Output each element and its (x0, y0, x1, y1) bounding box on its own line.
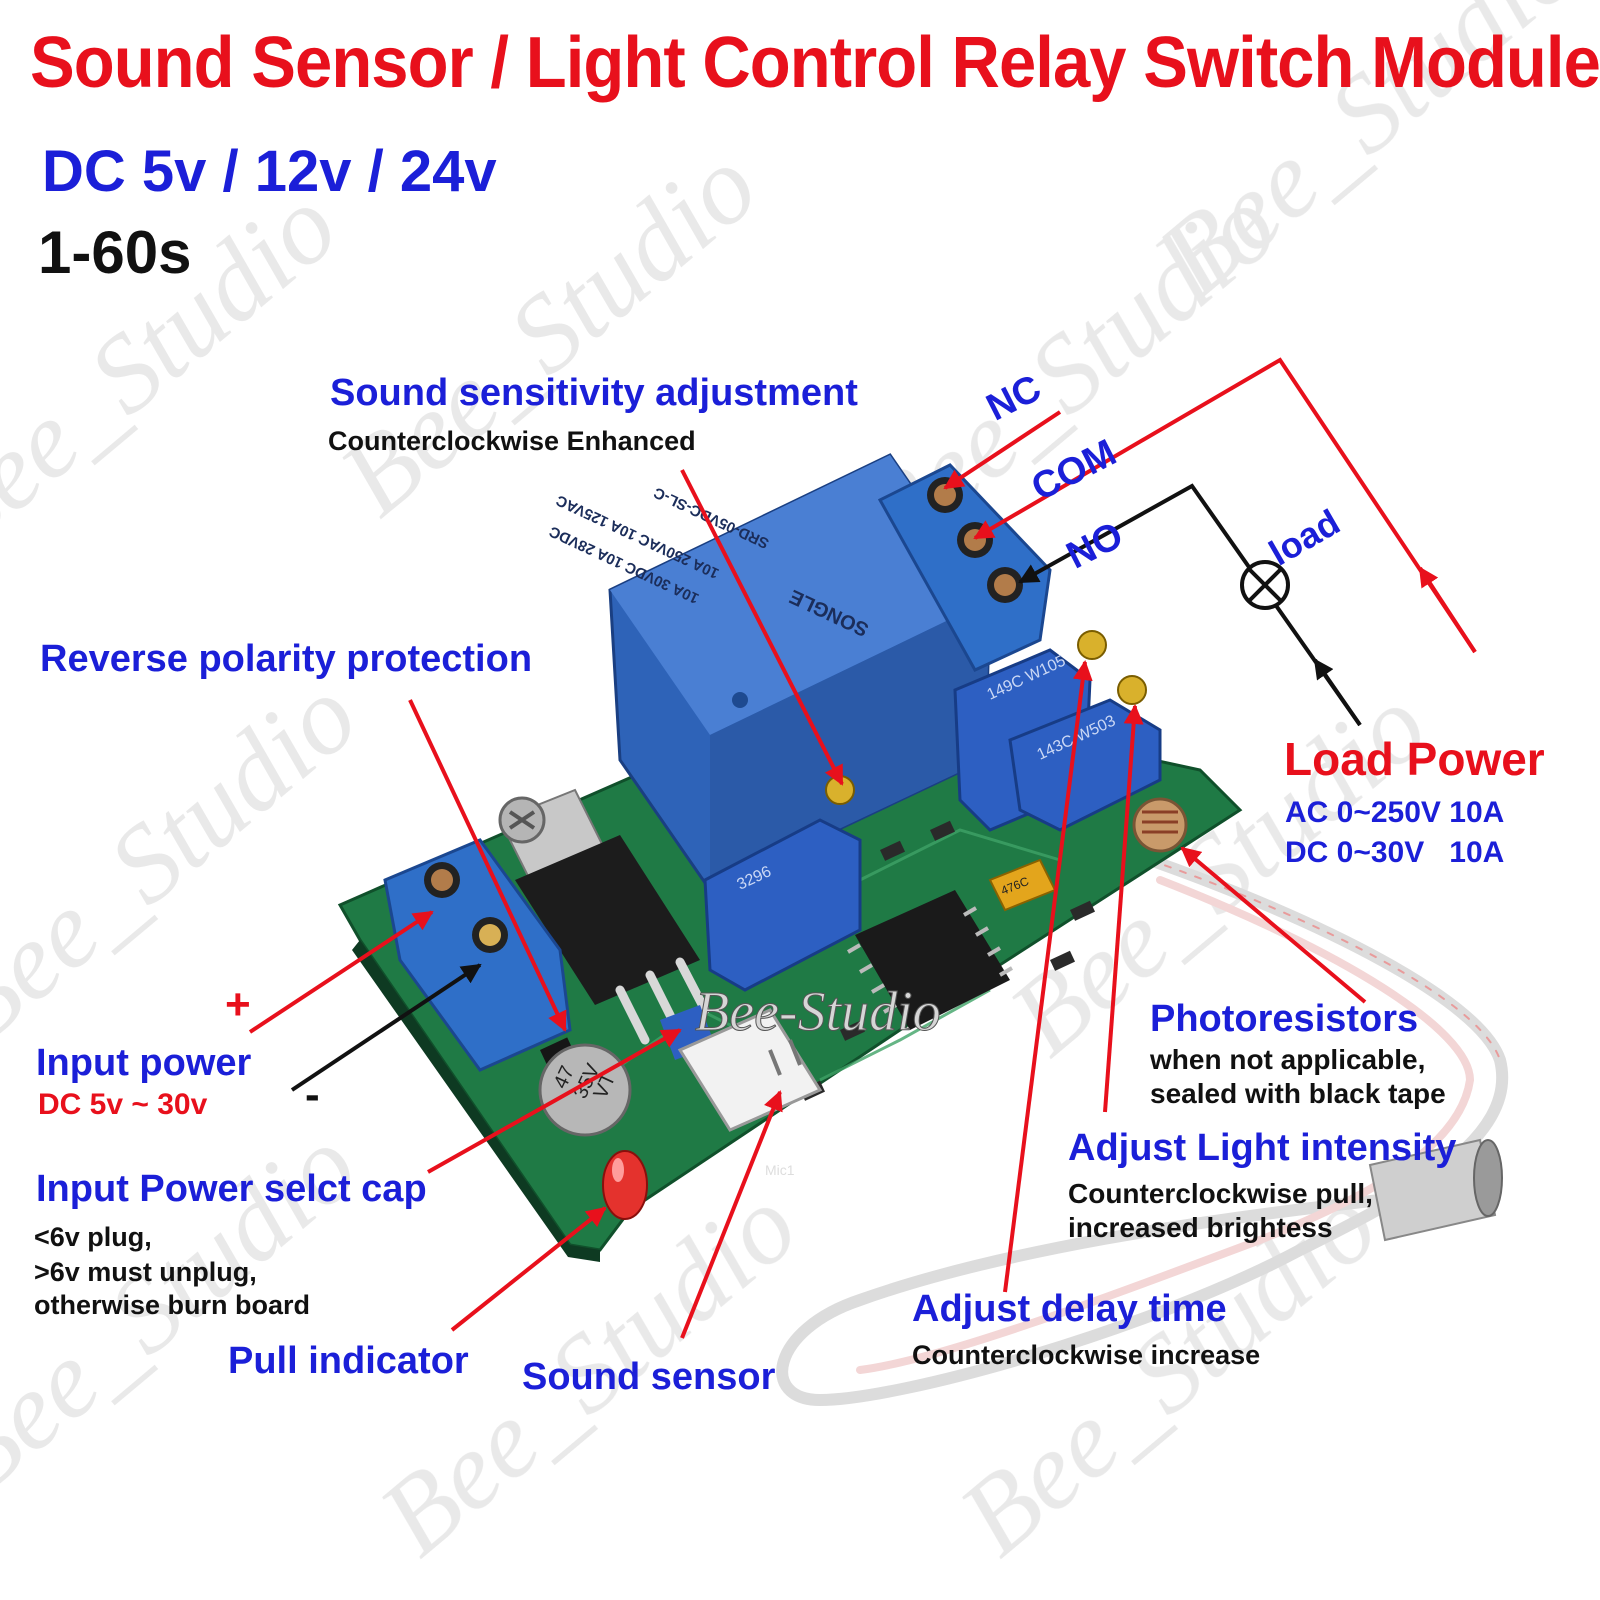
label-input-cap: Input Power selct cap (36, 1168, 427, 1210)
timing-subtitle: 1-60s (38, 219, 192, 286)
arrow-sound-sensor (680, 1090, 783, 1339)
label-input-power-range: DC 5v ~ 30v (38, 1088, 208, 1121)
arrow-pull-indicator (450, 1206, 607, 1332)
label-adjust-light: Adjust Light intensity (1068, 1127, 1457, 1169)
arrow-minus (290, 963, 482, 1092)
ic-chip (846, 890, 1014, 1030)
label-minus: - (305, 1070, 320, 1119)
load-lamp-icon (1240, 560, 1290, 610)
label-sound-sensor: Sound sensor (522, 1356, 776, 1398)
label-input-power: Input power (36, 1042, 252, 1084)
tantalum-capacitor: 476C (988, 858, 1057, 912)
voltage-subtitle: DC 5v / 12v / 24v (42, 139, 497, 204)
arrow-reverse-polarity (408, 699, 567, 1032)
photoresistor (1132, 797, 1188, 853)
indicator-led (602, 1150, 648, 1220)
label-pull-indicator: Pull indicator (228, 1340, 469, 1382)
arrow-load-power (1418, 566, 1477, 654)
label-input-cap-note: >6v must unplug, (34, 1257, 257, 1287)
electrolytic-capacitor: 47 35V VT (538, 1043, 632, 1137)
label-adjust-delay: Adjust delay time (912, 1288, 1227, 1330)
arrow-load-return (1313, 658, 1362, 727)
label-adjust-delay-note: Counterclockwise increase (912, 1340, 1261, 1370)
input-terminal-block (383, 838, 572, 1072)
microphone-capsule (1368, 1138, 1503, 1242)
label-input-cap-note: otherwise burn board (34, 1290, 311, 1320)
label-load-ac: AC 0~250V 10A (1285, 796, 1505, 829)
label-plus: + (225, 980, 251, 1029)
arrow-input-cap (427, 1028, 682, 1174)
label-adjust-light-note: Counterclockwise pull, (1068, 1178, 1373, 1209)
label-input-cap-note: <6v plug, (34, 1222, 152, 1252)
page-title: Sound Sensor / Light Control Relay Switc… (30, 23, 1600, 103)
label-photoresistors: Photoresistors (1150, 998, 1419, 1040)
arrow-plus (248, 910, 434, 1034)
mic-connector: Mic1 (677, 1008, 823, 1178)
label-sound-sensitivity-note: Counterclockwise Enhanced (328, 426, 696, 456)
trim-potentiometer-sound: 3296 (703, 775, 862, 992)
load-circuit-line (1018, 483, 1362, 727)
arrow-adjust-delay (1003, 660, 1093, 1293)
label-sound-sensitivity: Sound sensitivity adjustment (330, 372, 858, 414)
arrow-nc (943, 410, 1062, 490)
label-load-power: Load Power (1284, 733, 1545, 785)
board-brand-text: Bee-Studio (695, 981, 941, 1043)
label-load-dc: DC 0~30V 10A (1285, 836, 1505, 869)
label-photoresistors-note: when not applicable, (1150, 1044, 1426, 1075)
label-adjust-light-note: increased brightess (1068, 1212, 1333, 1243)
arrow-adjust-light (1103, 704, 1144, 1113)
arrow-photoresistor (1180, 846, 1367, 1004)
label-photoresistors-note: sealed with black tape (1150, 1078, 1446, 1109)
label-reverse-polarity: Reverse polarity protection (40, 638, 533, 680)
load-circuit-line (973, 357, 1477, 654)
arrow-sound-sensitivity (680, 469, 844, 786)
mic-label: Mic1 (765, 1162, 795, 1178)
